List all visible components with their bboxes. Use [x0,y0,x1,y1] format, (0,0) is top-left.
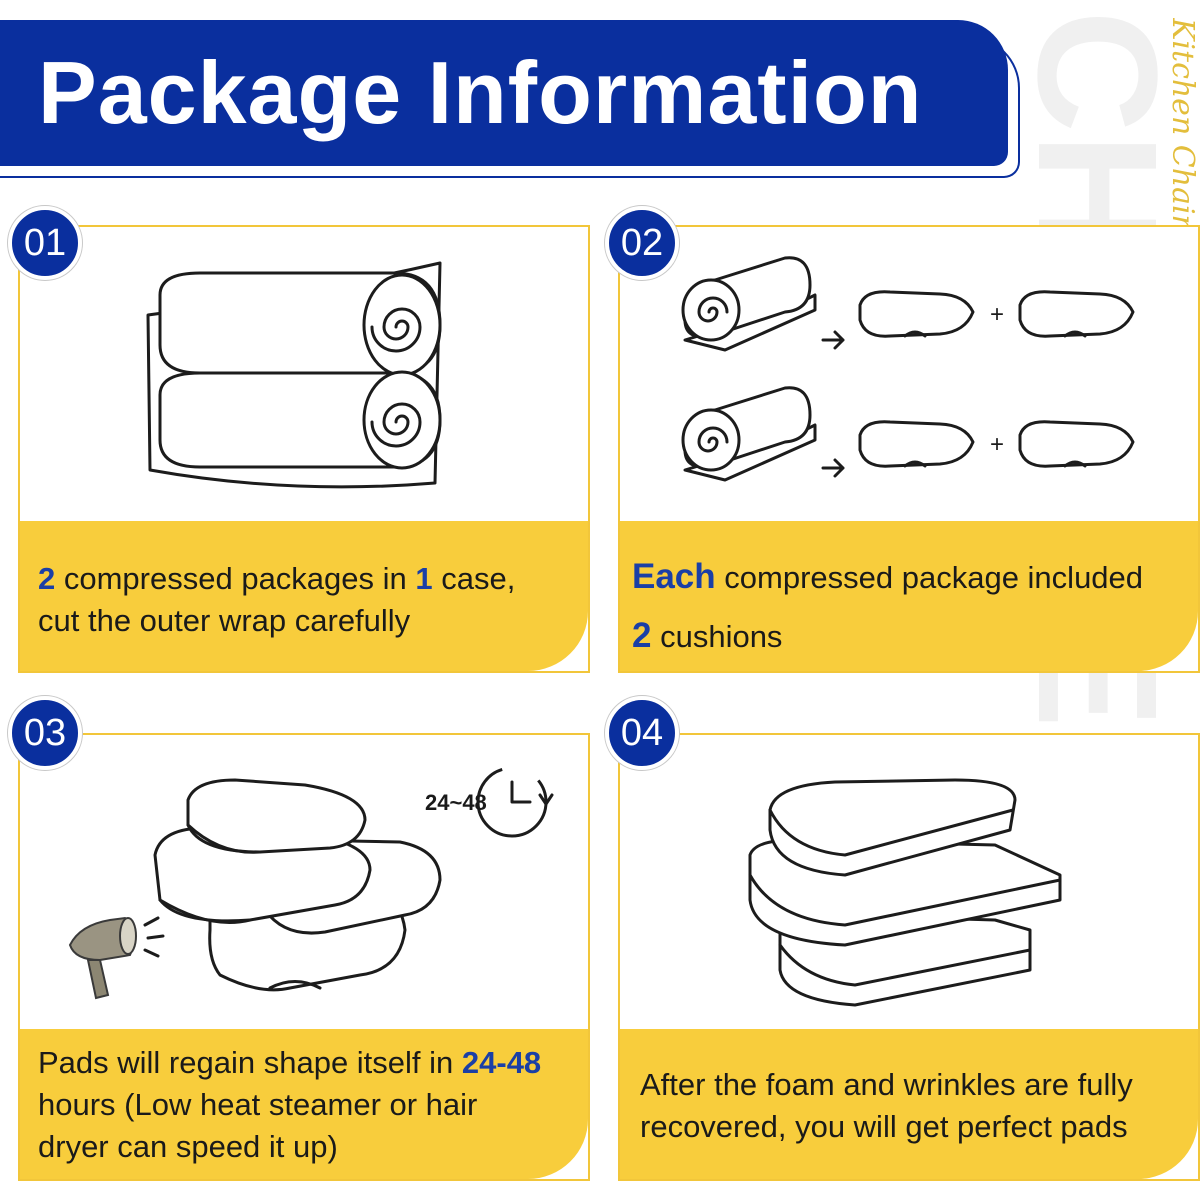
svg-text:+: + [990,431,1004,458]
step-panel-03-caption-bg [20,1029,588,1179]
step-badge-03: 03 [8,696,82,770]
step-badge-01: 01 [8,206,82,280]
step-panel-01-caption-bg [20,521,588,671]
side-script-text: Kitchen Chair [1165,18,1200,229]
step-panel-02-caption-bg [620,521,1198,671]
step-02-caption: Each compressed package included 2 cushi… [632,557,1144,655]
step-badge-04: 04 [605,696,679,770]
step-03-caption: Pads will regain shape itself in 24-48 h… [38,1045,542,1164]
timer-label: 24~48 [425,790,487,815]
step-01-caption: 2 compressed packages in 1 case, cut the… [38,561,516,638]
plus-sign: + [990,301,1004,328]
step-panel-04-caption-bg [620,1029,1198,1179]
step-04-caption: After the foam and wrinkles are fully re… [640,1067,1133,1144]
page-title: Package Information [38,43,923,142]
recovered-cushion-stack-icon [748,778,1062,1007]
cushion-stack-with-dryer-icon [68,766,554,1000]
header-banner [0,20,1008,166]
roll-to-two-cushions-icon: + + [681,256,1135,482]
two-rolled-packages-icon [146,261,442,489]
step-badge-02: 02 [605,206,679,280]
